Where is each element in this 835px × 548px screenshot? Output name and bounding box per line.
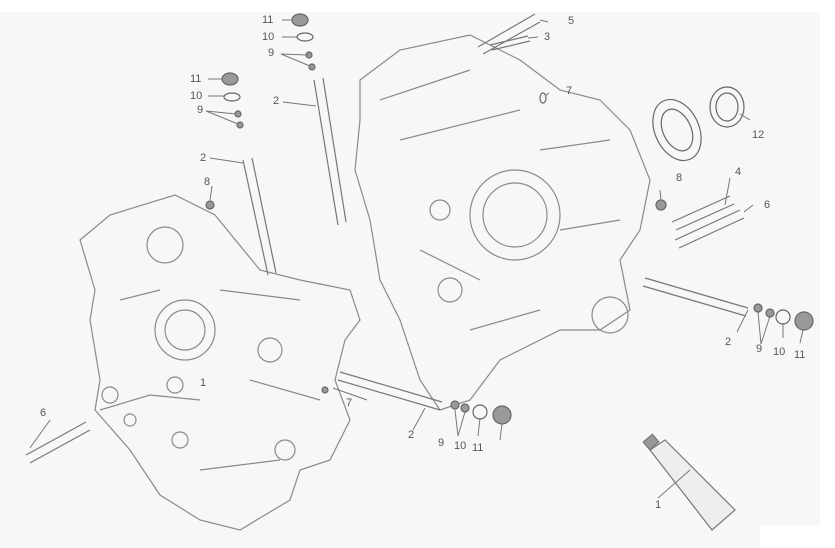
callout-top-seal: 9 <box>268 47 275 59</box>
callout-bolt-6-left: 6 <box>40 407 47 419</box>
callout-left-washer: 10 <box>190 90 203 102</box>
callout-right-stud: 2 <box>725 336 732 348</box>
stud-left <box>242 157 277 276</box>
bolt-6-right <box>674 209 745 249</box>
callout-bearing-ring: 12 <box>752 129 765 141</box>
callout-sealant-tube: 1 <box>655 499 662 511</box>
bolt-5 <box>477 13 541 55</box>
callout-right-nut: 11 <box>794 349 806 361</box>
callout-top-washer: 10 <box>262 31 275 43</box>
fasteners <box>205 13 814 425</box>
leader-lines <box>29 19 804 499</box>
callout-right-seal: 9 <box>756 343 763 355</box>
callout-bolt-3: 3 <box>544 31 551 43</box>
callout-plug-left: 8 <box>204 176 211 188</box>
callout-top-stud: 2 <box>273 95 280 107</box>
callout-bolt-4: 4 <box>735 166 742 178</box>
sealant-tube <box>642 433 736 531</box>
bolt-4 <box>671 195 735 231</box>
callout-dowel-top: 7 <box>566 85 573 97</box>
background-corner <box>760 525 835 548</box>
callout-right-washer: 10 <box>773 346 786 358</box>
stud-right <box>642 277 749 317</box>
callout-bottom-nut: 11 <box>472 442 484 454</box>
callout-bolt-6-right: 6 <box>764 199 771 211</box>
bolt-6-left <box>25 421 91 464</box>
callout-left-seal: 9 <box>197 104 204 116</box>
callout-plug-right: 8 <box>676 172 683 184</box>
callout-bottom-seal: 9 <box>438 437 445 449</box>
studs <box>25 13 749 464</box>
callout-dowel-bottom: 7 <box>346 397 353 409</box>
callout-bottom-washer: 10 <box>454 440 467 452</box>
bearing-ring <box>652 86 745 162</box>
callout-left-stud: 2 <box>200 152 207 164</box>
callout-bolt-5: 5 <box>568 15 575 27</box>
stud-bottom <box>337 371 443 411</box>
stud-top <box>313 77 347 226</box>
left-crankcase-half <box>79 194 361 531</box>
callout-bottom-stud: 2 <box>408 429 415 441</box>
callout-crankcase: 1 <box>200 377 207 389</box>
callout-left-nut: 11 <box>190 73 202 85</box>
right-crankcase-half <box>354 34 651 411</box>
callout-top-nut: 11 <box>262 14 274 26</box>
bolt-3 <box>489 35 531 51</box>
